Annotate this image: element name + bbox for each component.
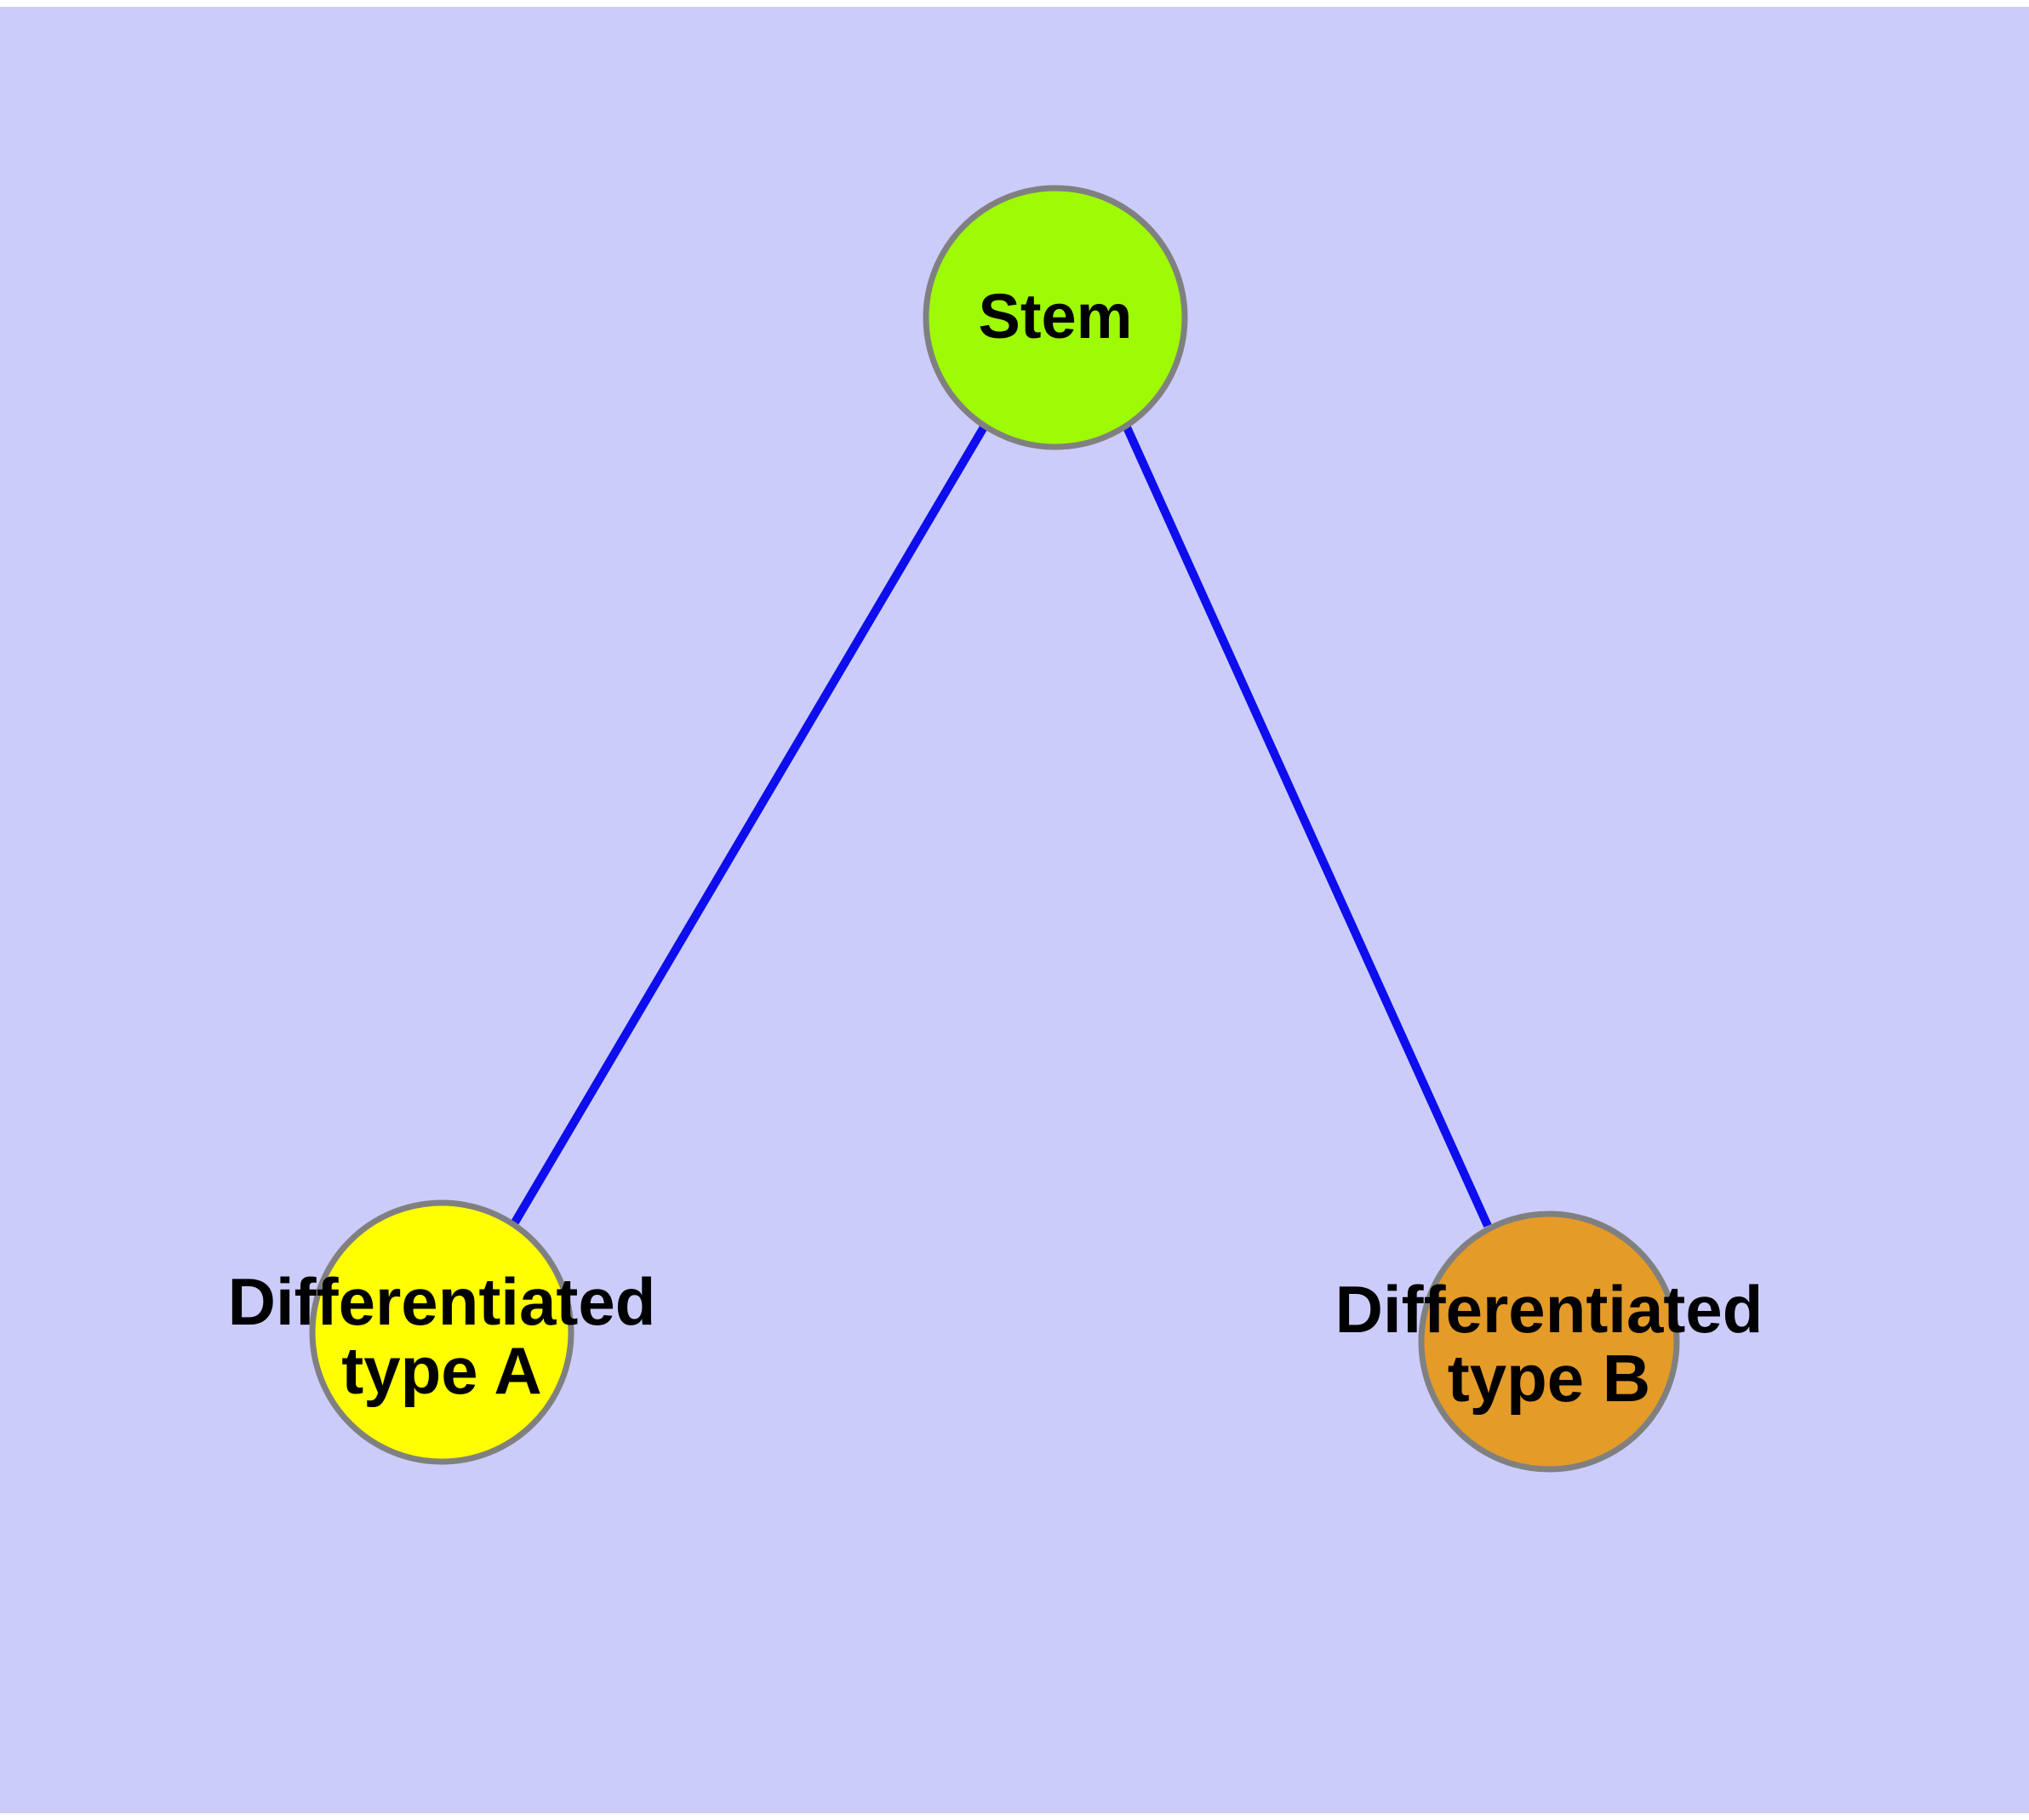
node-diff-a-circle[interactable] xyxy=(309,1199,574,1465)
edge-stem-to-diff-b xyxy=(1123,425,1492,1228)
edge-layer xyxy=(508,423,1492,1229)
node-layer xyxy=(309,185,1680,1473)
edge-stem-to-diff-a xyxy=(508,423,989,1229)
node-stem-circle[interactable] xyxy=(923,185,1188,450)
node-diff-b-circle[interactable] xyxy=(1418,1210,1680,1473)
